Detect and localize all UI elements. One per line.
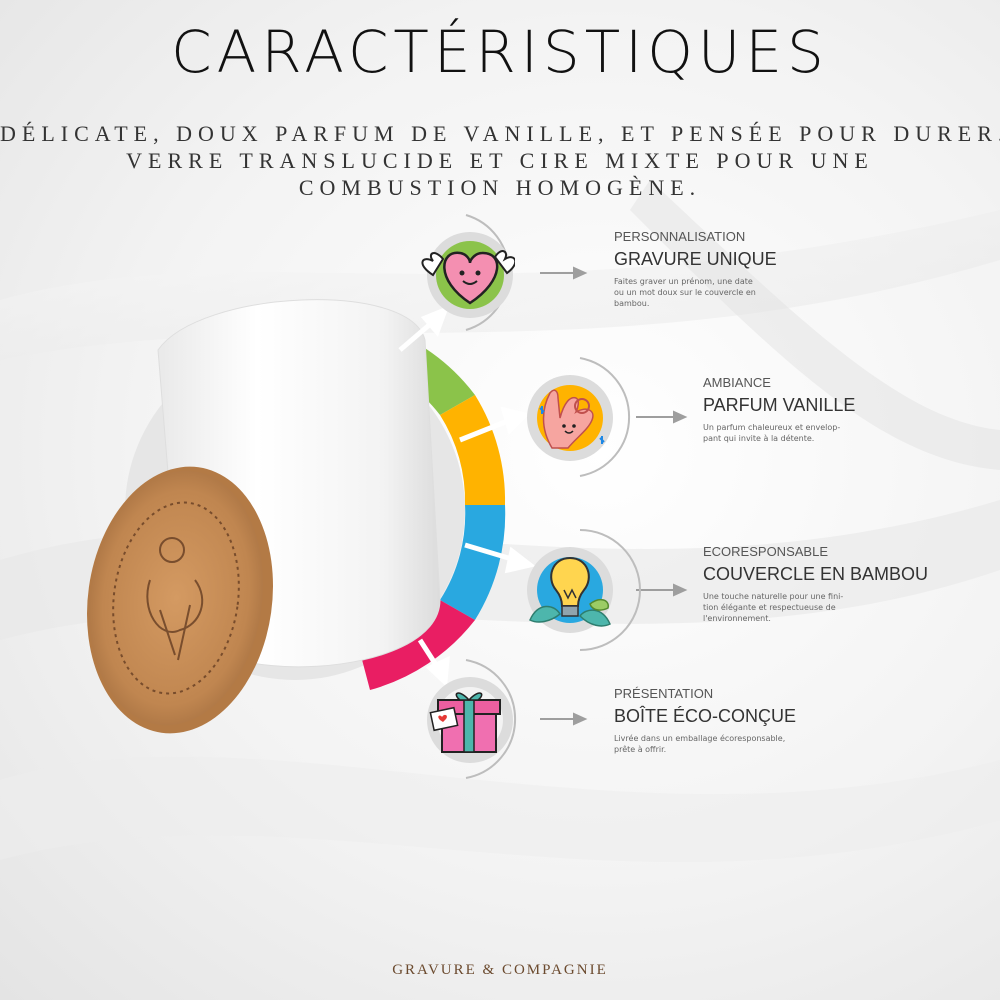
feature-name: GRAVURE UNIQUE bbox=[614, 249, 777, 269]
ok-hand-icon bbox=[539, 389, 605, 449]
lid-engraving bbox=[112, 501, 240, 695]
feature-presentation: PRÉSENTATION BOÎTE ÉCO-CONÇUE Livrée dan… bbox=[614, 686, 934, 755]
ring-segment-pink bbox=[360, 600, 475, 690]
bamboo-lid bbox=[88, 470, 264, 726]
feature-personnalisation: PERSONNALISATION GRAVURE UNIQUE Faites g… bbox=[614, 229, 934, 309]
lightbulb-leaves-icon bbox=[529, 556, 611, 627]
feature-ecoresponsable: ECORESPONSABLE COUVERCLE EN BAMBOU Une t… bbox=[703, 544, 1000, 624]
subtitle-line: VERRE TRANSLUCIDE ET CIRE MIXTE POUR UNE bbox=[126, 148, 874, 173]
feature-description: Une touche naturelle pour une fini- tion… bbox=[703, 592, 844, 623]
feature-category: PERSONNALISATION bbox=[614, 229, 746, 244]
subtitle: DÉLICATE, DOUX PARFUM DE VANILLE, ET PEN… bbox=[0, 120, 1000, 201]
feature-description: Faites graver un prénom, une date ou un … bbox=[614, 277, 756, 308]
candle-illustration bbox=[87, 299, 506, 734]
feature-icon-1 bbox=[415, 225, 517, 325]
ring-segment-blue bbox=[440, 505, 506, 620]
feature-category: PRÉSENTATION bbox=[614, 686, 714, 701]
feature-ambiance: AMBIANCE PARFUM VANILLE Un parfum chaleu… bbox=[703, 375, 1000, 444]
feature-name: BOÎTE ÉCO-CONÇUE bbox=[614, 706, 797, 726]
brand-footer: GRAVURE & COMPAGNIE bbox=[392, 962, 608, 978]
feature-description: Un parfum chaleureux et envelop- pant qu… bbox=[703, 423, 841, 443]
feature-icon-2 bbox=[520, 368, 620, 468]
page-title: CARACTÉRISTIQUES bbox=[171, 18, 829, 86]
subtitle-line: COMBUSTION HOMOGÈNE. bbox=[298, 175, 702, 200]
gift-box-icon bbox=[429, 692, 501, 753]
subtitle-line: DÉLICATE, DOUX PARFUM DE VANILLE, ET PEN… bbox=[0, 121, 1000, 146]
feature-category: ECORESPONSABLE bbox=[703, 544, 828, 559]
feature-description: Livrée dans un emballage écoresponsable,… bbox=[614, 734, 786, 754]
feature-name: COUVERCLE EN BAMBOU bbox=[703, 564, 929, 584]
winged-heart-icon bbox=[421, 250, 517, 305]
feature-icon-4 bbox=[418, 670, 518, 770]
feature-name: PARFUM VANILLE bbox=[703, 395, 856, 415]
feature-icon-3 bbox=[520, 540, 620, 640]
feature-category: AMBIANCE bbox=[703, 375, 771, 390]
